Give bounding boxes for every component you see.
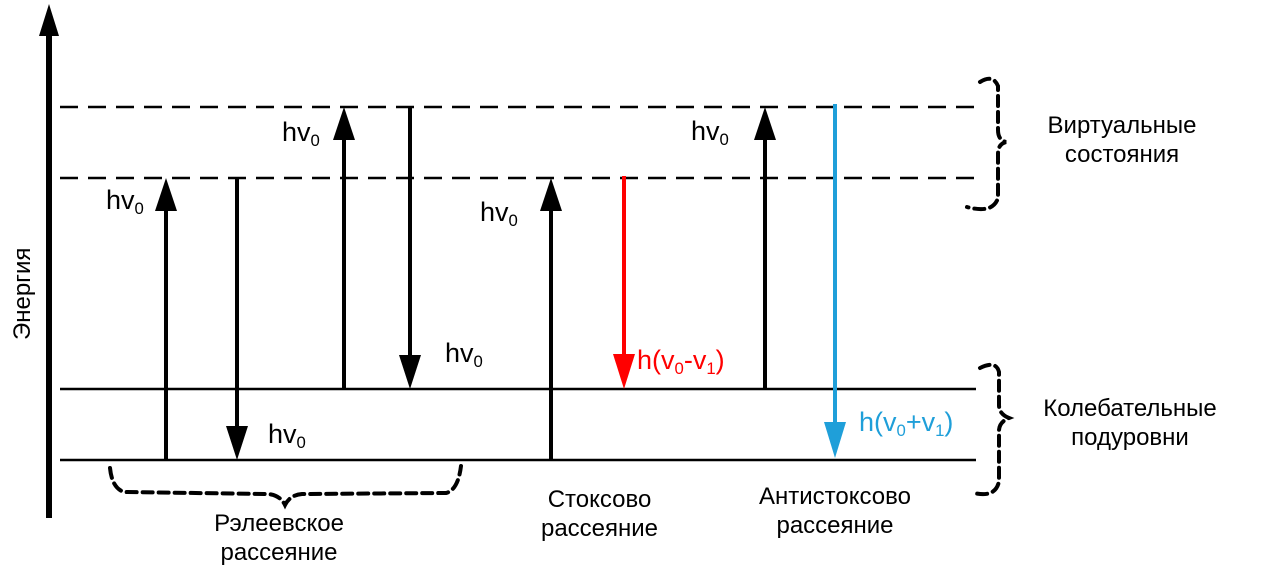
stokes-formula-sub-2: 1 bbox=[706, 359, 716, 379]
antistokes-up-arrowhead bbox=[754, 107, 776, 140]
rayleigh-label-line-1: Рэлеевское bbox=[214, 510, 344, 537]
vibrational-levels-brace bbox=[972, 362, 1015, 497]
stokes-down-photon-label: h(v0-v1) bbox=[637, 345, 725, 379]
rayleigh-down-arrowhead-1 bbox=[226, 426, 248, 460]
stokes-scattering-label: Стоксово рассеяние bbox=[522, 485, 677, 543]
energy-axis-arrowhead bbox=[39, 4, 59, 36]
stokes-down-arrowhead bbox=[613, 354, 635, 389]
vibrational-levels-label: Колебательные подуровни bbox=[1020, 394, 1240, 452]
stokes-formula-middle: -v bbox=[683, 345, 707, 375]
photon-symbol: hv bbox=[691, 116, 720, 146]
virtual-states-label-line-2: состояния bbox=[1064, 141, 1180, 168]
rayleigh-scattering-label: Рэлеевское рассеяние bbox=[173, 509, 385, 567]
antistokes-formula-sub-1: 0 bbox=[896, 421, 906, 441]
stokes-up-photon-label: hv0 bbox=[480, 197, 518, 231]
photon-symbol: hv bbox=[106, 185, 135, 215]
rayleigh-down-photon-label-1: hv0 bbox=[268, 419, 306, 453]
antistokes-formula-middle: +v bbox=[905, 407, 936, 437]
rayleigh-up-photon-label-2: hv0 bbox=[282, 117, 320, 151]
photon-subscript: 0 bbox=[310, 131, 320, 151]
rayleigh-down-photon-label-2: hv0 bbox=[445, 338, 483, 372]
stokes-label-line-1: Стоксово bbox=[547, 486, 652, 513]
antistokes-label-line-1: Антистоксово bbox=[759, 483, 911, 510]
rayleigh-up-arrowhead-2 bbox=[333, 107, 355, 140]
stokes-formula-prefix: h(v bbox=[637, 345, 675, 375]
photon-subscript: 0 bbox=[296, 433, 306, 453]
vibrational-levels-label-line-1: Колебательные bbox=[1043, 395, 1217, 422]
virtual-states-label-line-1: Виртуальные bbox=[1047, 112, 1197, 139]
antistokes-down-arrowhead bbox=[824, 422, 846, 458]
photon-symbol: hv bbox=[282, 117, 311, 147]
energy-axis-label-text: Энергия bbox=[9, 247, 36, 340]
photon-symbol: hv bbox=[445, 338, 474, 368]
antistokes-up-photon-label: hv0 bbox=[691, 116, 729, 150]
antistokes-scattering-label: Антистоксово рассеяние bbox=[730, 482, 940, 540]
vibrational-levels-label-line-2: подуровни bbox=[1071, 424, 1189, 451]
photon-subscript: 0 bbox=[134, 199, 144, 219]
photon-subscript: 0 bbox=[719, 130, 729, 150]
antistokes-down-photon-label: h(v0+v1) bbox=[859, 407, 954, 441]
photon-symbol: hv bbox=[268, 419, 297, 449]
stokes-label-line-2: рассеяние bbox=[540, 515, 659, 542]
antistokes-formula-suffix: ) bbox=[944, 407, 954, 437]
rayleigh-brace bbox=[108, 464, 463, 510]
rayleigh-label-line-2: рассеяние bbox=[220, 539, 338, 566]
rayleigh-up-photon-label-1: hv0 bbox=[106, 185, 144, 219]
antistokes-formula-prefix: h(v bbox=[859, 407, 897, 437]
antistokes-formula-sub-2: 1 bbox=[935, 421, 945, 441]
virtual-states-brace bbox=[965, 76, 1007, 212]
photon-subscript: 0 bbox=[473, 352, 483, 372]
rayleigh-up-arrowhead-1 bbox=[155, 178, 177, 211]
photon-symbol: hv bbox=[480, 197, 509, 227]
virtual-states-label: Виртуальные состояния bbox=[1018, 111, 1226, 169]
stokes-formula-suffix: ) bbox=[715, 345, 725, 375]
energy-axis-label: Энергия bbox=[8, 210, 37, 340]
rayleigh-down-arrowhead-2 bbox=[399, 355, 421, 389]
stokes-up-arrowhead bbox=[540, 178, 562, 211]
photon-subscript: 0 bbox=[508, 211, 518, 231]
antistokes-label-line-2: рассеяние bbox=[776, 512, 894, 539]
stokes-formula-sub-1: 0 bbox=[674, 359, 684, 379]
